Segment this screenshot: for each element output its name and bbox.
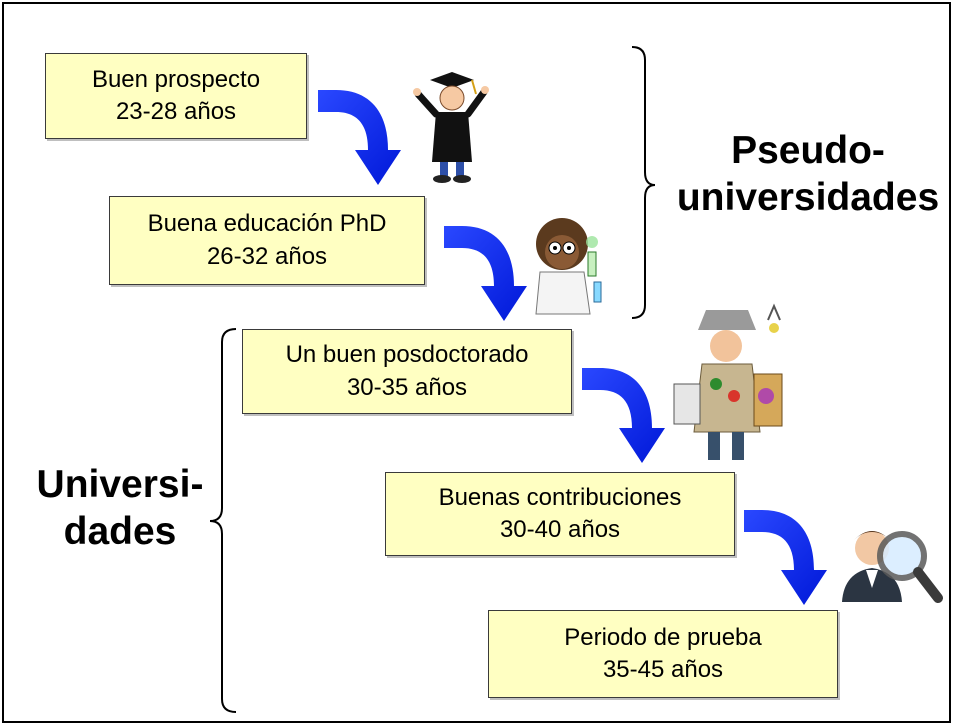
magnifier-person-icon: [842, 531, 943, 603]
step-age: 30-35 años: [346, 373, 468, 401]
graduate-icon: [413, 72, 489, 183]
step-box-educacion: Buena educación PhD 26-32 años: [109, 196, 425, 285]
scientist-icon: [535, 218, 602, 315]
step-box-prueba: Periodo de prueba 35-45 años: [488, 610, 838, 698]
step-age: 23-28 años: [115, 98, 237, 125]
group-label-line: Universi-: [36, 463, 204, 506]
group-label-line: universidades: [676, 175, 940, 219]
step-title: Un buen posdoctorado: [285, 341, 529, 369]
arrow-3: [582, 368, 665, 463]
step-box-prospecto: Buen prospecto 23-28 años: [45, 53, 307, 139]
step-age: 35-45 años: [602, 656, 724, 683]
bracket-universidades: [209, 328, 237, 713]
group-label-line: dades: [63, 509, 177, 553]
step-age: 30-40 años: [499, 516, 621, 543]
group-label-universidades: Universi- dades: [22, 462, 218, 556]
arrow-4: [744, 510, 827, 605]
arrow-1: [318, 90, 401, 185]
step-title: Buen prospecto: [91, 65, 261, 93]
bracket-pseudo: [631, 46, 656, 319]
step-title: Buenas contribuciones: [438, 483, 682, 511]
step-box-posdoctorado: Un buen posdoctorado 30-35 años: [242, 329, 572, 414]
step-age: 26-32 años: [206, 242, 328, 270]
inventor-icon: [673, 303, 783, 460]
step-box-contribuciones: Buenas contribuciones 30-40 años: [385, 472, 735, 556]
arrow-2: [444, 226, 527, 321]
step-title: Periodo de prueba: [564, 623, 762, 651]
group-label-pseudo: Pseudo- universidades: [662, 128, 954, 222]
step-title: Buena educación PhD: [147, 210, 387, 238]
group-label-line: Pseudo-: [731, 129, 885, 172]
